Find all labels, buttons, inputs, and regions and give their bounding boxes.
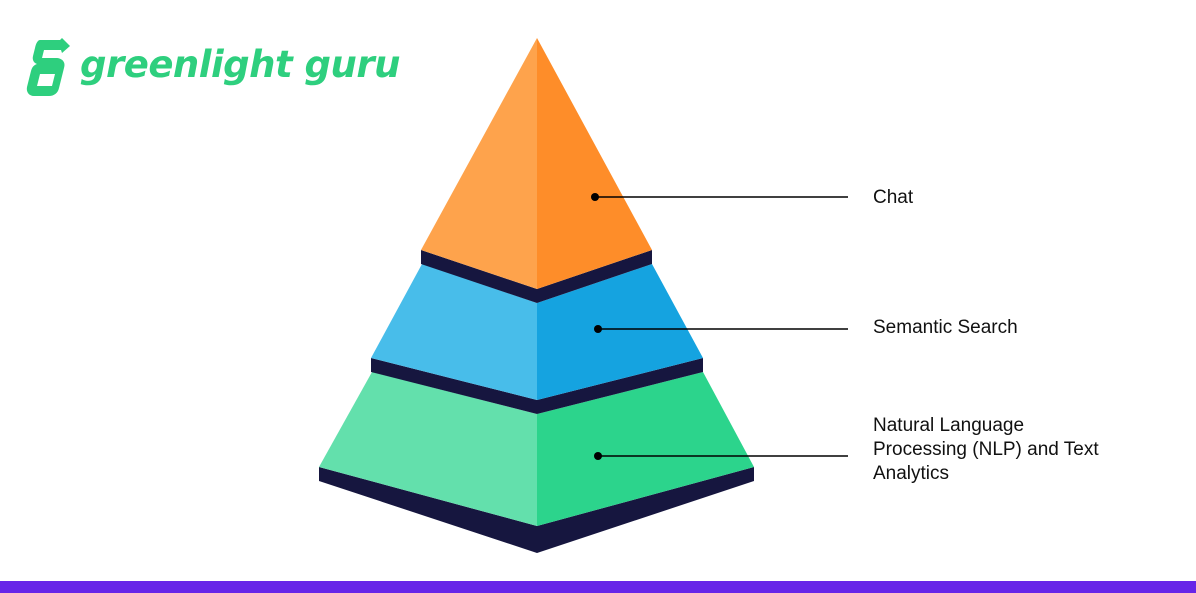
connector-semantic-search xyxy=(594,325,848,333)
tier-bottom-face-right xyxy=(537,372,754,526)
connector-nlp xyxy=(594,452,848,460)
connector-chat xyxy=(591,193,848,201)
tier-label-nlp: Natural Language Processing (NLP) and Te… xyxy=(873,415,1099,484)
tier-top-band xyxy=(421,250,652,303)
tier-middle-band xyxy=(371,358,703,414)
tier-middle-face-right xyxy=(537,264,703,400)
tier-top xyxy=(421,38,652,303)
tier-top-face-left xyxy=(421,38,537,289)
greenlight-guru-g-arrow-icon xyxy=(26,38,70,96)
tier-middle-face-left xyxy=(371,264,537,400)
tier-bottom-band xyxy=(319,467,754,553)
tier-label-chat: Chat xyxy=(873,187,914,208)
tier-bottom xyxy=(319,372,754,553)
tier-bottom-face-left xyxy=(319,372,537,526)
tier-middle xyxy=(371,264,703,414)
tier-top-face-right xyxy=(537,38,652,289)
brand-logo: greenlight guru xyxy=(26,38,400,98)
footer-bar xyxy=(0,581,1196,593)
tier-label-semantic-search: Semantic Search xyxy=(873,317,1018,338)
brand-name: greenlight guru xyxy=(80,43,400,86)
